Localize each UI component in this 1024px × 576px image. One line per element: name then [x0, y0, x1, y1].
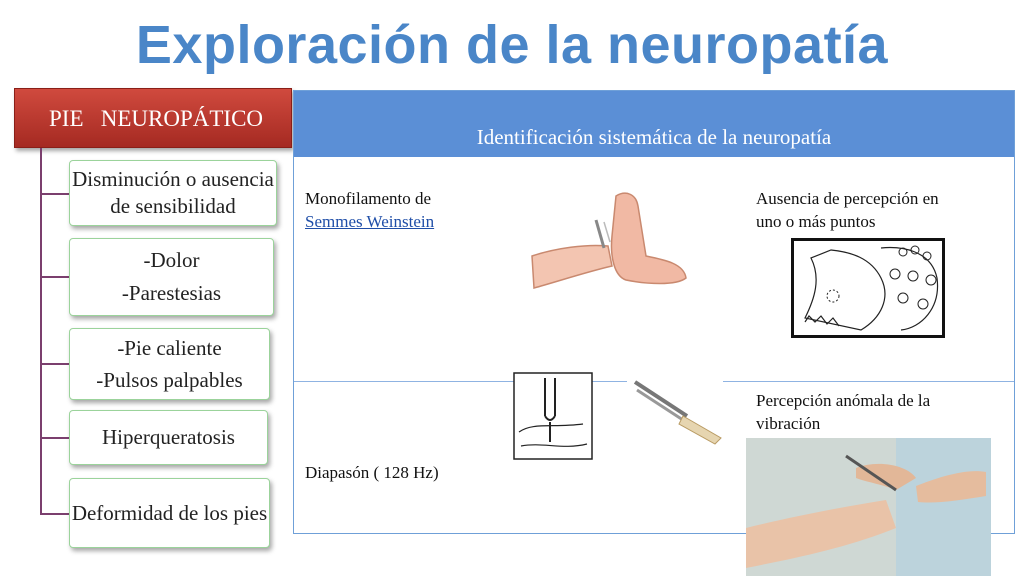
- symptom-text: -Pie caliente: [117, 336, 222, 360]
- tree-connector-vertical: [40, 148, 42, 514]
- symptom-text: de sensibilidad: [110, 194, 236, 218]
- finding-row1: Ausencia de percepción en uno o más punt…: [756, 187, 939, 233]
- tree-connector-3: [40, 363, 70, 365]
- monofilament-prefix: Monofilamento de: [305, 189, 432, 208]
- panel-header: Identificación sistemática de la neuropa…: [294, 91, 1014, 157]
- finding-row2: Percepción anómala de la vibración: [756, 389, 930, 435]
- tree-connector-4: [40, 437, 70, 439]
- finding-text: Percepción anómala de la: [756, 391, 931, 410]
- tree-connector-2: [40, 276, 70, 278]
- tree-connector-1: [40, 193, 70, 195]
- tuning-fork-diagram: [513, 372, 593, 460]
- diapason-label: Diapasón ( 128 Hz): [305, 463, 439, 482]
- symptom-text: Disminución o ausencia: [72, 167, 274, 191]
- vibration-exam-photo: [746, 438, 991, 576]
- symptom-text: Deformidad de los pies: [71, 500, 268, 525]
- page-title: Exploración de la neuropatía: [135, 15, 889, 75]
- symptom-text: Hiperqueratosis: [102, 425, 235, 449]
- symptom-text: -Parestesias: [121, 281, 222, 305]
- symptom-text: -Pulsos palpables: [96, 368, 243, 392]
- semmes-weinstein-link[interactable]: Semmes Weinstein: [305, 212, 435, 231]
- foot-sensitivity-diagram: [791, 238, 945, 338]
- finding-text: uno o más puntos: [756, 212, 876, 231]
- tree-connector-5: [40, 513, 70, 515]
- symptom-box-hiperqueratosis: Hiperqueratosis: [69, 410, 268, 465]
- symptom-box-dolor: -Dolor -Parestesias: [69, 238, 274, 316]
- finding-text: vibración: [756, 414, 821, 433]
- symptom-box-sensibilidad: Disminución o ausencia de sensibilidad: [69, 160, 277, 226]
- symptom-box-deformidad: Deformidad de los pies: [69, 478, 270, 548]
- symptom-box-pie-caliente: -Pie caliente -Pulsos palpables: [69, 328, 270, 400]
- tuning-fork-photo: [627, 376, 723, 446]
- finding-text: Ausencia de percepción en: [756, 189, 939, 208]
- pie-neuropatico-header: PIE NEUROPÁTICO: [14, 88, 292, 148]
- symptom-text: -Dolor: [143, 248, 200, 272]
- monofilament-label: Monofilamento de Semmes Weinstein: [305, 187, 434, 233]
- monofilament-foot-image: [526, 186, 692, 298]
